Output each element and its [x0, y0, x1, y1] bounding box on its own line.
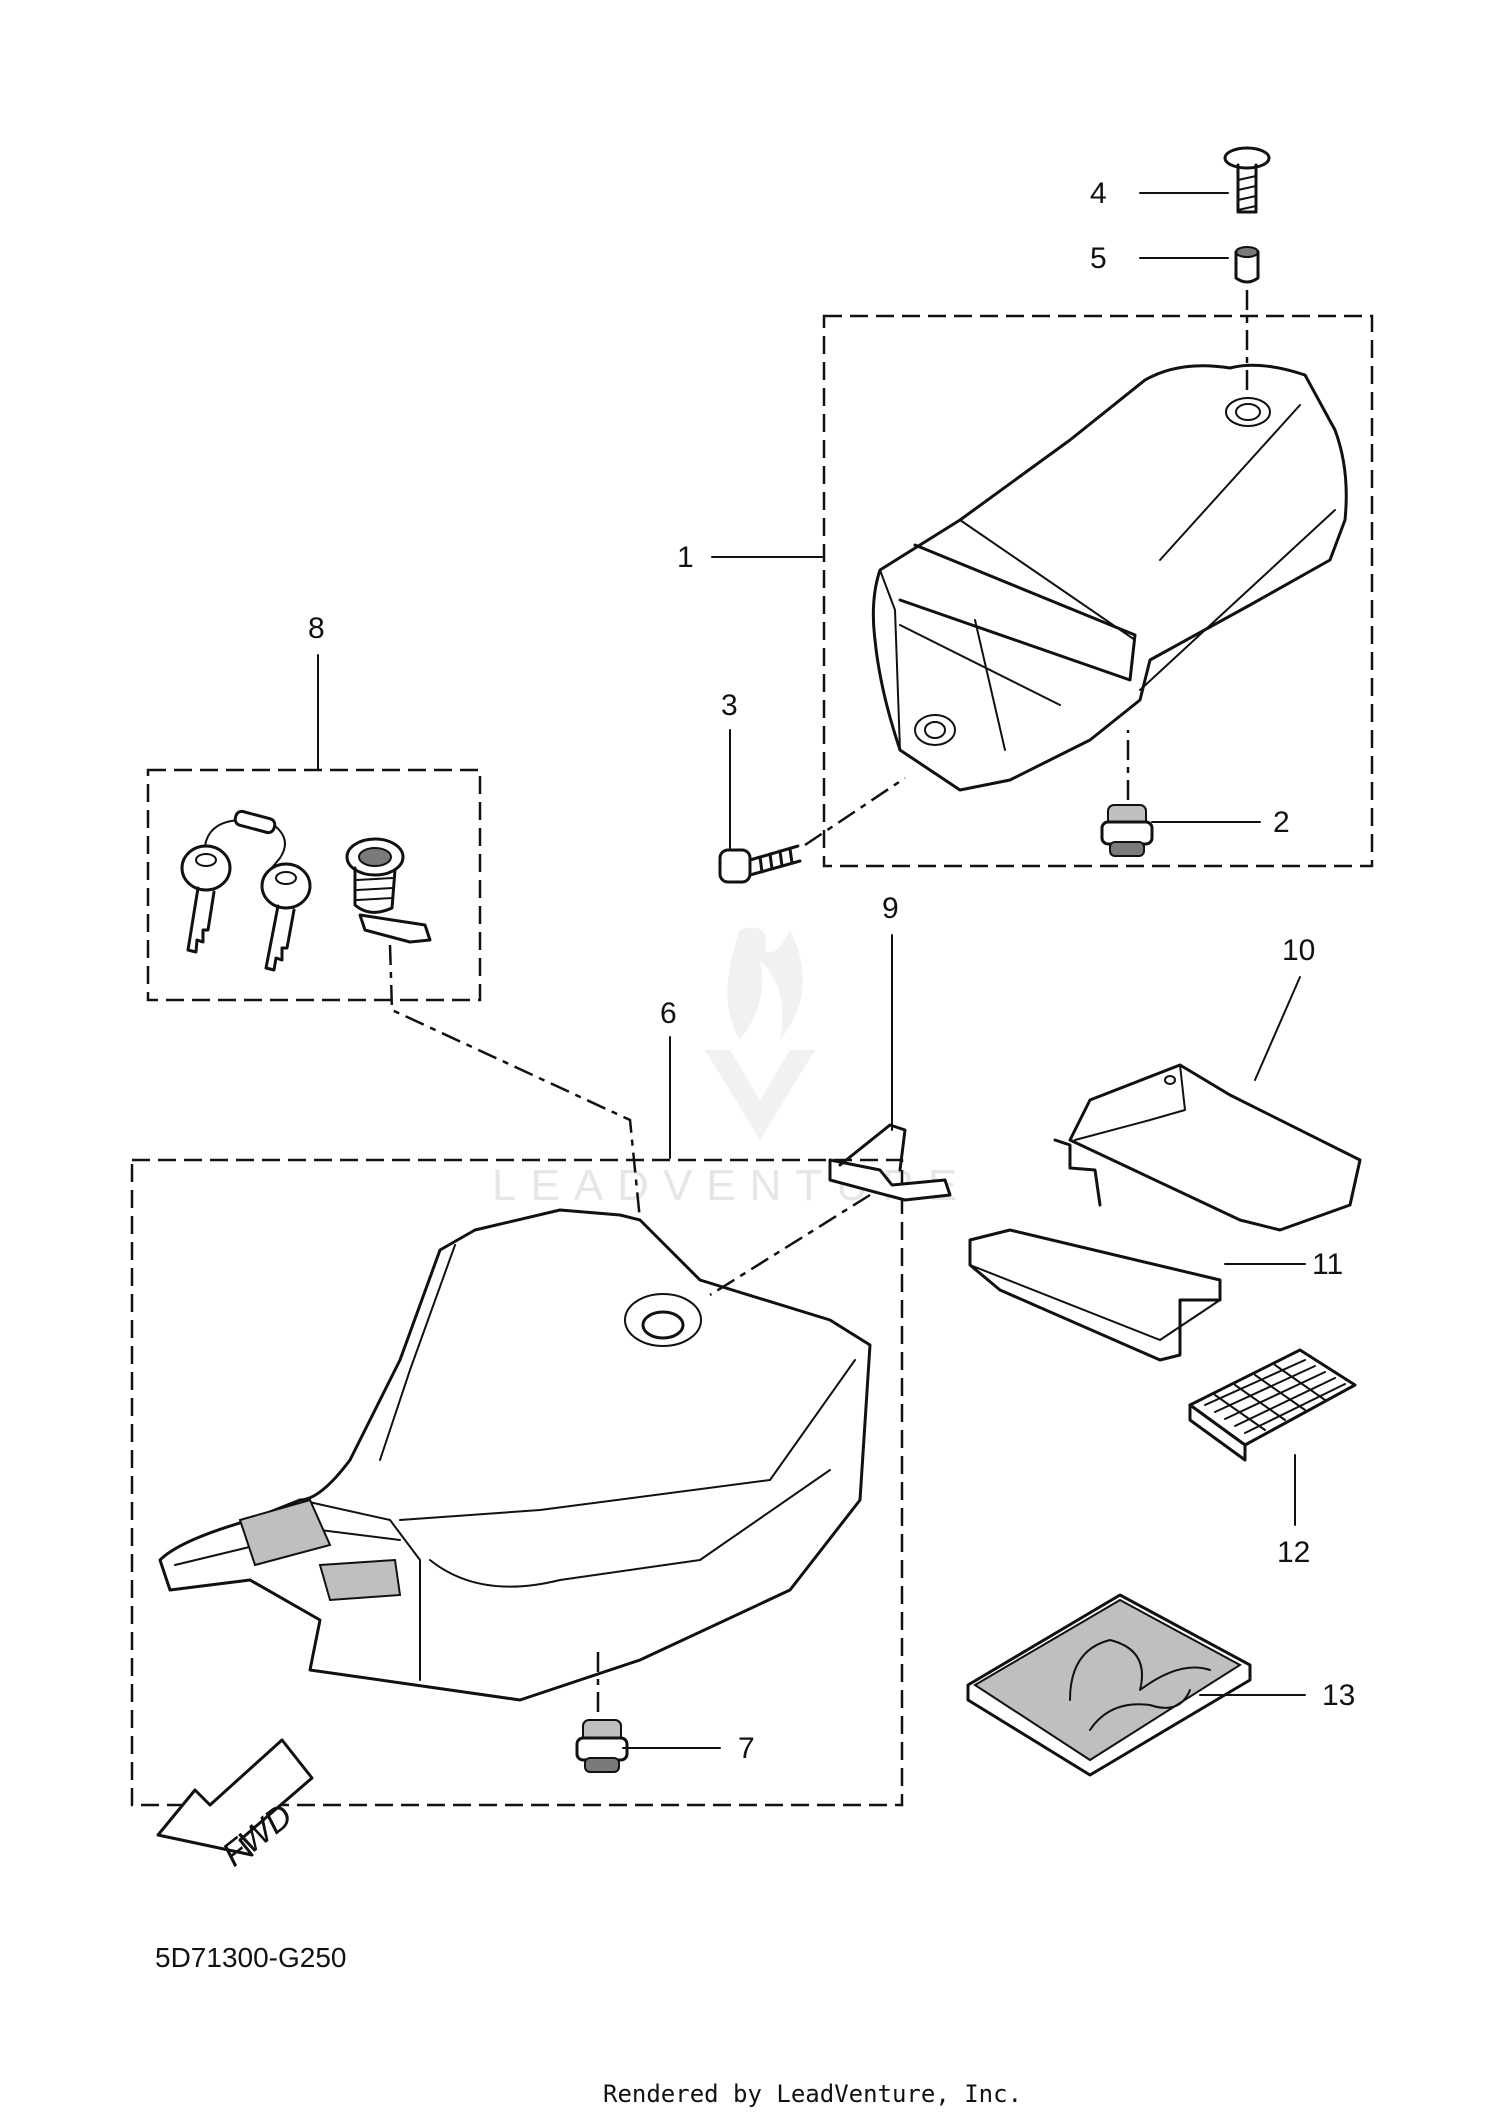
part-9-seat-hook [828, 1123, 952, 1202]
callout-9: 9 [882, 892, 899, 925]
callout-6: 6 [660, 997, 677, 1030]
part-1-group-box [822, 314, 1374, 868]
callout-10: 10 [1282, 934, 1315, 967]
part-10-tool-bag [1068, 1063, 1362, 1232]
part-6-group-box [130, 1158, 904, 1807]
key-set [180, 809, 312, 972]
callout-3: 3 [721, 689, 738, 722]
diagram-code: 5D71300-G250 [155, 1942, 346, 1973]
rendered-by-footer: Rendered by LeadVenture, Inc. [603, 2080, 1022, 2108]
fwd-direction-arrow: FWD [156, 1738, 314, 1874]
part-2-damper [1100, 804, 1154, 857]
callout-1: 1 [677, 541, 694, 574]
callout-12: 12 [1277, 1536, 1310, 1569]
callout-11: 11 [1312, 1248, 1343, 1281]
rear-seat-cowl [871, 363, 1348, 792]
callout-5: 5 [1090, 242, 1107, 275]
part-7-damper [575, 1719, 629, 1773]
part-13-owners-manual [966, 1593, 1252, 1777]
callout-7: 7 [738, 1732, 755, 1765]
part-3-bolt [718, 844, 802, 884]
part-11-bracket [968, 1138, 1222, 1362]
seat-lock-cylinder [345, 837, 432, 944]
callout-8: 8 [308, 612, 325, 645]
leadventure-logo-icon [705, 927, 815, 1140]
front-seat [158, 1208, 872, 1702]
callout-2: 2 [1273, 806, 1290, 839]
part-8-group-box [146, 768, 482, 1002]
part-4-bolt [1223, 146, 1271, 214]
callout-4: 4 [1090, 177, 1107, 210]
callout-13: 13 [1322, 1679, 1355, 1712]
part-12-pad [1188, 1348, 1357, 1462]
part-5-collar [1234, 246, 1260, 284]
leader-lines [317, 192, 1306, 1749]
